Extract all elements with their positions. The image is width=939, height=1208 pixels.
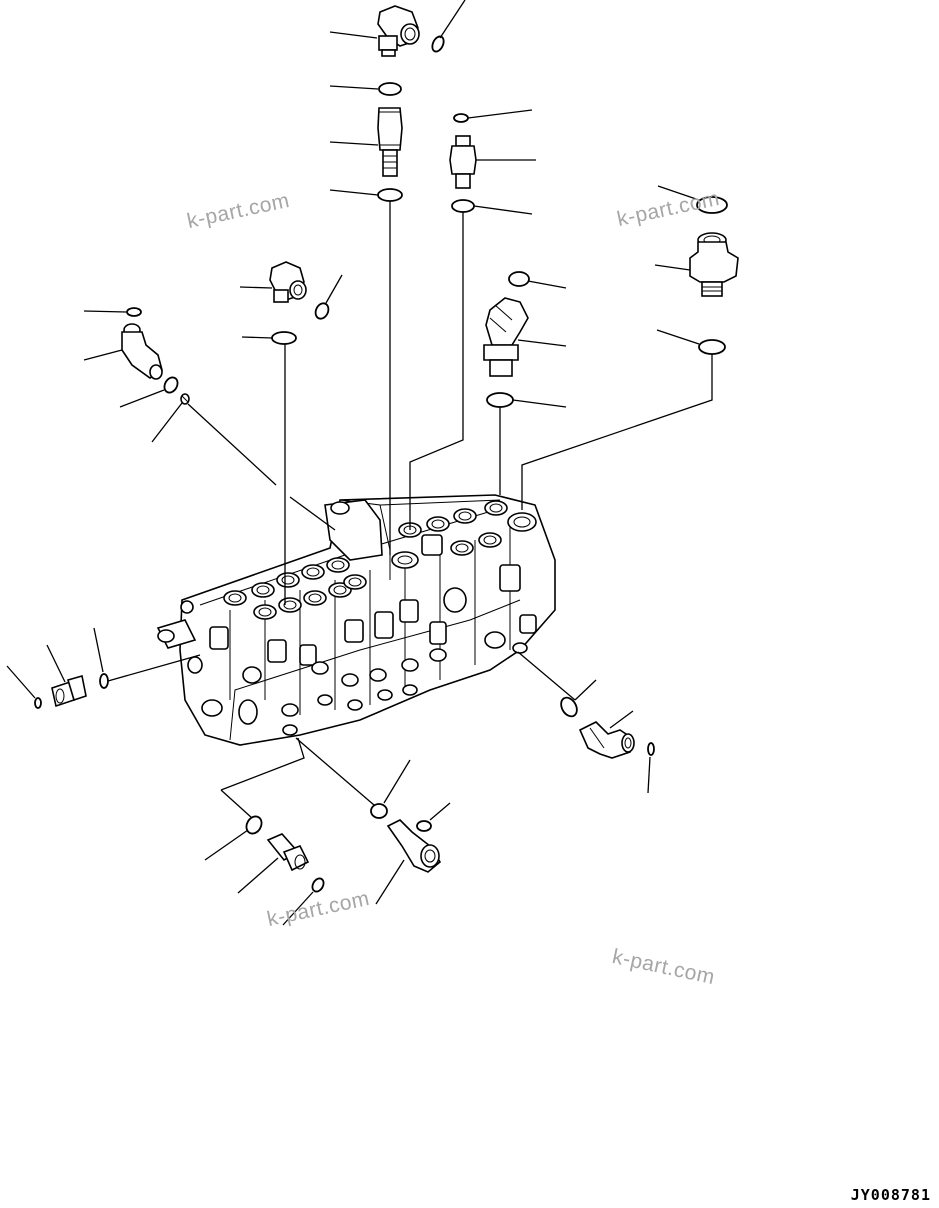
top-elbow-fitting — [377, 5, 420, 57]
o-ring-16 — [560, 696, 578, 718]
swivel-elbow-fitting — [483, 297, 529, 377]
o-ring-15 — [99, 673, 109, 689]
o-ring-2 — [378, 82, 402, 96]
elbow-fitting-bottom — [386, 819, 442, 873]
o-ring-12 — [126, 307, 142, 317]
diagram-code: JY008781 — [850, 1186, 931, 1204]
o-ring-19 — [311, 877, 325, 893]
o-ring-5 — [451, 199, 475, 213]
o-ring-6 — [696, 196, 728, 214]
elbow-fitting-left — [121, 323, 163, 380]
check-fitting-bottom — [266, 833, 310, 872]
control-valve-body — [156, 494, 556, 746]
o-ring-1 — [431, 35, 445, 53]
o-ring-21 — [416, 820, 432, 832]
o-ring-14 — [34, 697, 42, 709]
extension-fitting-long — [377, 107, 403, 177]
leader-lines — [6, 0, 713, 926]
o-ring-18 — [245, 815, 263, 835]
angled-fitting-right — [578, 721, 635, 759]
plug-fitting-left — [51, 674, 87, 708]
plug-small — [180, 393, 190, 405]
elbow-fitting-small — [269, 261, 307, 303]
o-ring-7 — [698, 339, 726, 355]
o-ring-8 — [508, 271, 530, 287]
o-ring-10 — [314, 302, 330, 320]
o-ring-9 — [486, 392, 514, 408]
o-ring-13 — [163, 376, 179, 394]
o-ring-20 — [370, 803, 388, 819]
adapter-fitting-short — [449, 135, 477, 189]
o-ring-3 — [377, 188, 403, 202]
straight-connector-large — [689, 232, 739, 297]
o-ring-17 — [647, 742, 655, 756]
o-ring-11 — [271, 331, 297, 345]
o-ring-4 — [453, 113, 469, 123]
